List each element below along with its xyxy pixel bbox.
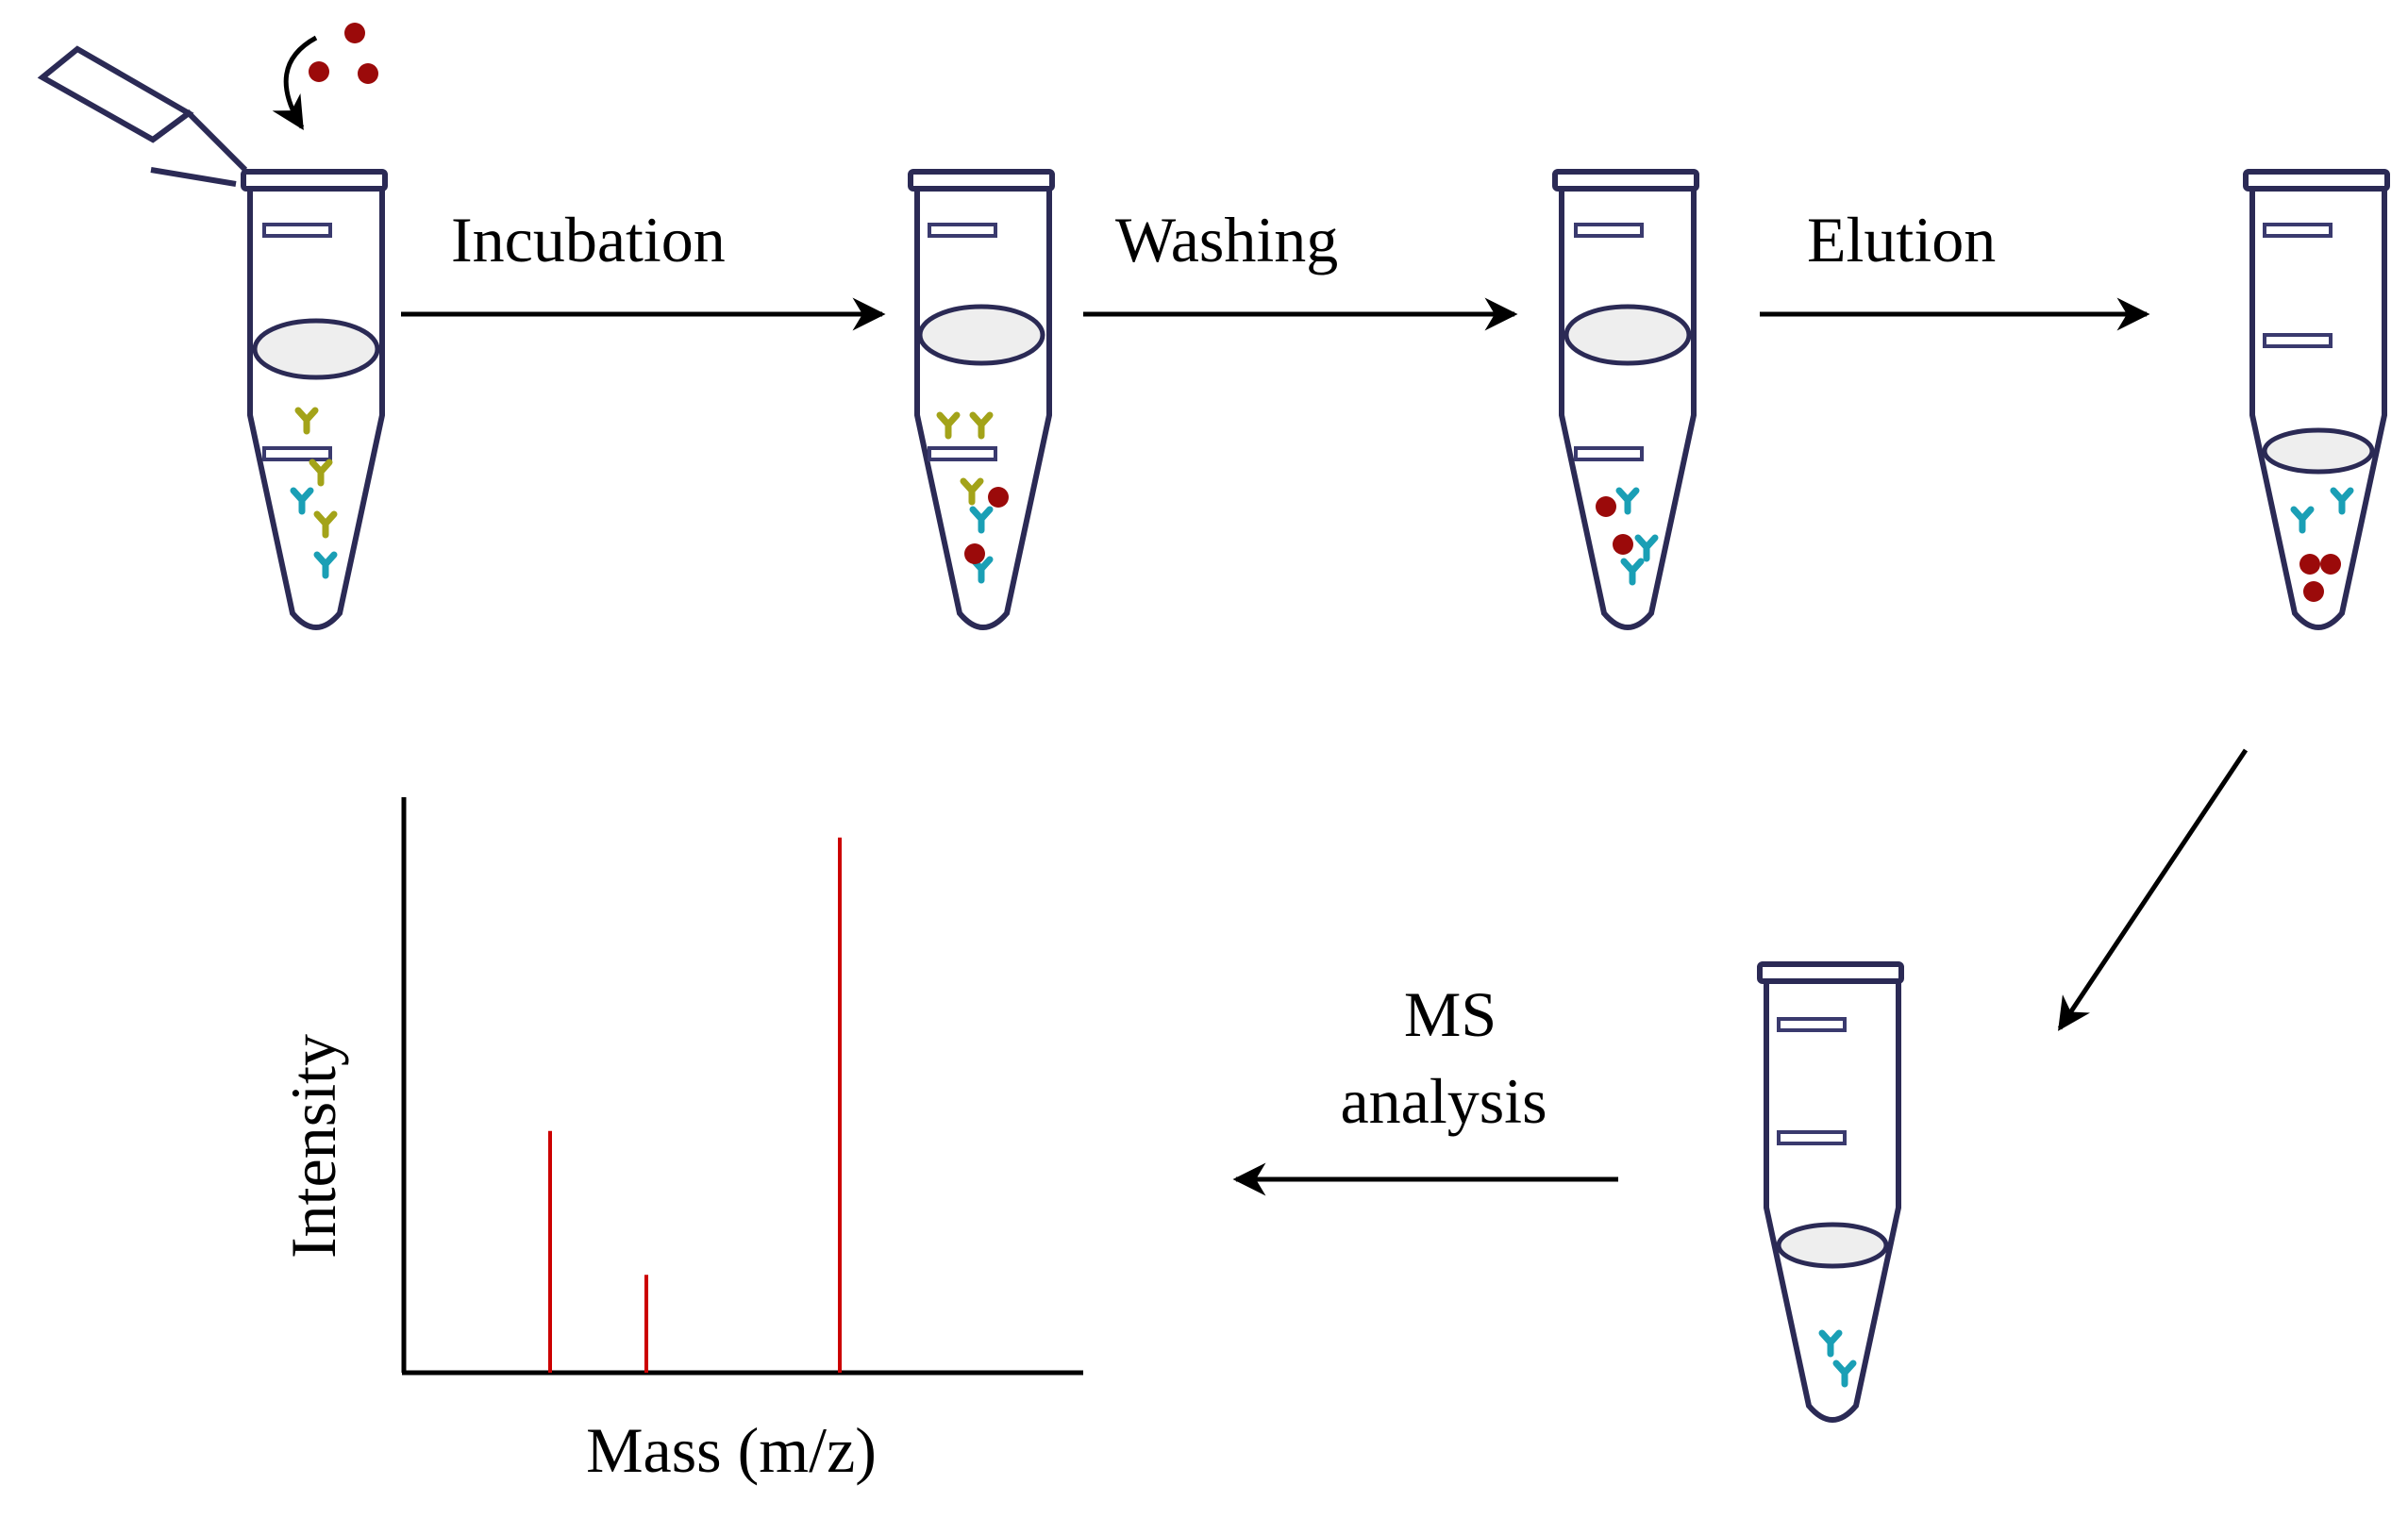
tube-2-incubated (908, 169, 1055, 630)
tube-5-supernatant (1757, 961, 1904, 1423)
label-washing: Washing (1115, 204, 1338, 275)
x-axis-label: Mass (m/z) (586, 1414, 877, 1486)
tube-3-washed (1552, 169, 1699, 630)
label-ms: MS (1404, 978, 1497, 1050)
tube-1-start (37, 23, 388, 630)
label-analysis: analysis (1340, 1065, 1547, 1137)
ms-spectrum-chart: Mass (m/z) Intensity (277, 797, 1083, 1486)
arrow-transfer (2057, 748, 2249, 1031)
tube-lid-open (37, 45, 248, 173)
tube-4-eluted (2243, 169, 2390, 630)
y-axis-label: Intensity (277, 1034, 349, 1259)
peaks-group (548, 837, 842, 1373)
curved-arrow (272, 35, 318, 130)
label-elution: Elution (1807, 204, 1996, 275)
label-incubation: Incubation (451, 204, 726, 275)
analyte-dots (309, 23, 378, 84)
